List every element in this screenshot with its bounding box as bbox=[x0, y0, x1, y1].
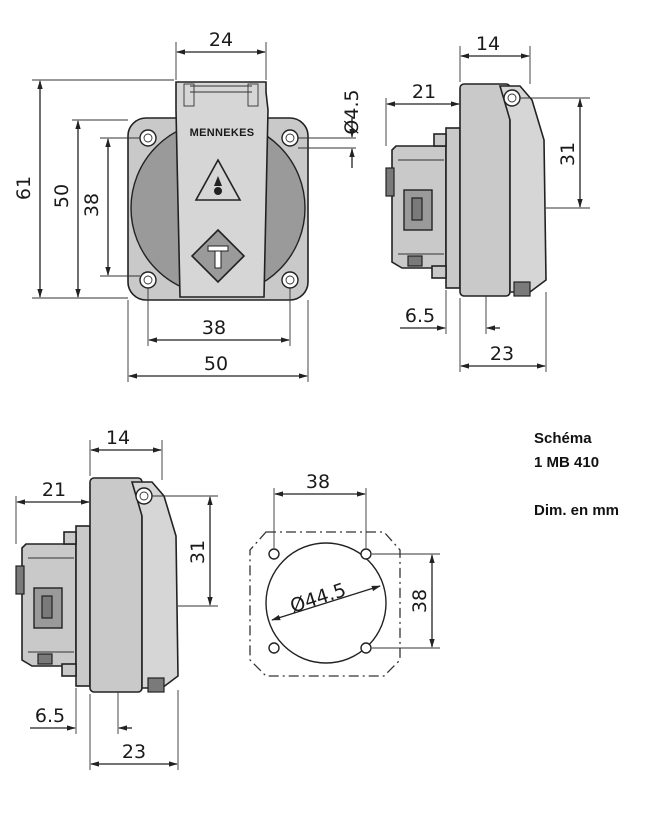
dim-rear-depth: 21 bbox=[42, 479, 66, 501]
dim-plate-height: 50 bbox=[51, 184, 73, 208]
dim-front-depth: 23 bbox=[122, 741, 146, 763]
dim-side-height: 31 bbox=[187, 540, 209, 564]
dim-flange-offset: 6.5 bbox=[35, 705, 65, 727]
caption-title: Schéma bbox=[534, 430, 592, 447]
dim-lid-depth: 14 bbox=[476, 33, 500, 55]
dim-front-depth: 23 bbox=[490, 343, 514, 365]
dim-lid-width: 24 bbox=[209, 29, 233, 51]
lid-hinge-right bbox=[247, 83, 259, 107]
dim-lid-depth: 14 bbox=[106, 427, 130, 449]
side-lid bbox=[130, 481, 179, 689]
flange bbox=[75, 525, 91, 687]
dim-holes-width: 38 bbox=[202, 317, 226, 339]
side-view-bottom: 14 21 31 6.5 23 bbox=[15, 427, 218, 770]
drop-icon bbox=[214, 176, 222, 186]
dim-outer-height: 61 bbox=[13, 176, 35, 200]
side-view-top: 14 21 31 6.5 23 bbox=[385, 33, 590, 372]
dim-cutout-width: 38 bbox=[306, 471, 330, 493]
side-lid bbox=[498, 85, 547, 293]
front-view: MENNEKES 24 Ø4.5 61 bbox=[13, 29, 363, 382]
dim-rear-depth: 21 bbox=[412, 81, 436, 103]
front-block bbox=[89, 477, 143, 693]
dim-side-height: 31 bbox=[557, 142, 579, 166]
brand-label: MENNEKES bbox=[190, 127, 255, 139]
dim-holes-height: 38 bbox=[81, 193, 103, 217]
dim-plate-width: 50 bbox=[204, 353, 228, 375]
caption-model: 1 MB 410 bbox=[534, 454, 600, 471]
lid-hinge-left bbox=[183, 83, 195, 107]
front-block bbox=[459, 83, 511, 297]
dim-cutout-height: 38 bbox=[409, 589, 431, 613]
flange bbox=[445, 127, 461, 289]
dim-hole-diameter: Ø4.5 bbox=[341, 89, 363, 134]
cutout-view: 38 38 Ø44.5 bbox=[249, 471, 440, 677]
caption-units: Dim. en mm bbox=[534, 502, 620, 519]
cutout-outline bbox=[249, 531, 401, 677]
dim-flange-offset: 6.5 bbox=[405, 305, 435, 327]
